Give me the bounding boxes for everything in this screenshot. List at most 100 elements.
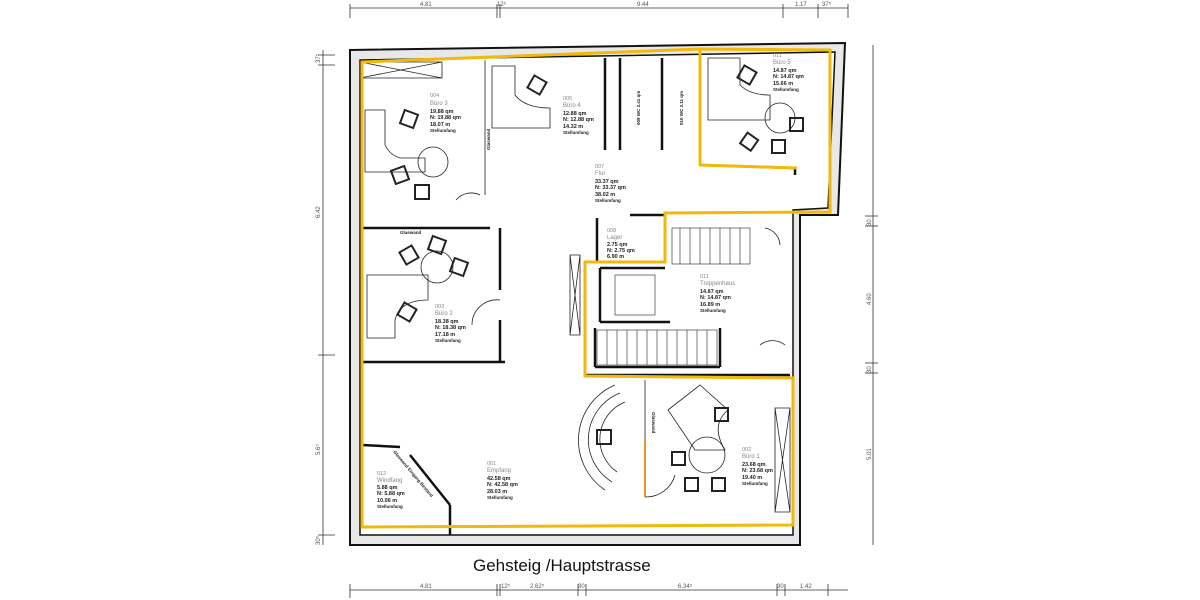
room-note: Stellumfang — [595, 198, 621, 203]
dim-label: 30 — [867, 219, 873, 226]
furniture — [359, 57, 804, 513]
dim-label: 5.6⁵ — [315, 444, 322, 455]
room-number: 005 — [563, 96, 572, 102]
highlight-inner — [698, 49, 798, 170]
dim-label: 6.34⁵ — [678, 583, 693, 590]
room-name: Büro 2 — [435, 311, 453, 317]
room-number: 012 — [377, 471, 386, 477]
room-number: 007 — [595, 164, 604, 170]
room-name: Flur — [595, 171, 605, 177]
room-area: 19.88 qm — [430, 109, 454, 115]
room-perimeter: 14.32 m — [563, 124, 583, 130]
room-area: 14.87 qm — [700, 289, 724, 295]
room-area: 33.37 qm — [595, 179, 619, 185]
room-area: 18.38 qm — [435, 319, 459, 325]
wc-label: 010 WC 3.11 qm — [679, 91, 684, 125]
room-label-buero-4: 005 Büro 4 12.88 qm N: 12.88 qm 14.32 m … — [563, 96, 594, 135]
room-net-area: N: 33.37 qm — [595, 185, 626, 191]
room-number: 001 — [487, 461, 496, 467]
room-area: 23.68 qm — [742, 462, 766, 468]
dim-label: 12⁵ — [497, 1, 507, 8]
room-label-lager: 008 Lager 2.75 qm N: 2.75 qm 6.90 m — [607, 228, 635, 260]
dim-label: 9.44 — [637, 2, 649, 8]
room-name: Treppenhaus — [700, 281, 735, 287]
dim-label: 12⁵ — [501, 583, 511, 590]
dimension-right: 30 4.60 30 5.01 — [865, 45, 878, 545]
room-perimeter: 19.40 m — [742, 475, 762, 481]
room-name: Büro 1 — [742, 454, 760, 460]
room-perimeter: 6.90 m — [607, 254, 624, 260]
dim-label: 1.17 — [795, 2, 807, 8]
room-label-buero-2: 003 Büro 2 18.38 qm N: 18.38 qm 17.18 m … — [435, 304, 466, 343]
room-name: Büro 4 — [563, 103, 581, 109]
dimension-bottom: 4.81 12⁵ 2.62⁵ 30 6.34⁵ 30 1.42 — [349, 583, 848, 598]
room-net-area: N: 19.88 qm — [430, 115, 461, 121]
dim-label: 37⁵ — [822, 1, 832, 8]
dim-label: 30⁵ — [315, 535, 322, 545]
room-perimeter: 16.89 m — [700, 302, 720, 308]
room-label-empfang: 001 Empfang 42.58 qm N: 42.58 qm 28.03 m… — [487, 461, 518, 500]
dim-label: 4.81 — [420, 2, 432, 8]
room-note: Stellumfang — [700, 308, 726, 313]
room-net-area: N: 42.58 qm — [487, 482, 518, 488]
room-name: Windfang — [377, 478, 402, 484]
dim-label: 30 — [777, 584, 784, 590]
dim-label: 1.42 — [800, 584, 812, 590]
dim-label: 37⁵ — [315, 53, 322, 63]
room-net-area: N: 14.87 qm — [700, 295, 731, 301]
room-note: Stellumfang — [430, 128, 456, 133]
room-area: 14.87 qm — [773, 68, 797, 74]
dim-label: 30 — [578, 584, 585, 590]
room-note: Stellumfang — [487, 495, 513, 500]
room-net-area: N: 12.88 qm — [563, 117, 594, 123]
glass-wall-label: Glaswand — [486, 128, 491, 150]
room-note: Stellumfang — [742, 481, 768, 486]
room-number: 003 — [435, 304, 444, 310]
room-perimeter: 17.18 m — [435, 332, 455, 338]
dimension-left: 37⁵ 6.42 5.6⁵ 30⁵ — [315, 50, 335, 545]
dim-label: 30 — [867, 366, 873, 373]
room-perimeter: 38.02 m — [595, 192, 615, 198]
room-number: 002 — [742, 447, 751, 453]
street-caption: Gehsteig /Hauptstrasse — [473, 556, 651, 575]
outer-walls — [349, 41, 847, 546]
room-perimeter: 10.06 m — [377, 498, 397, 504]
room-name: Büro 5 — [773, 60, 791, 66]
stairs — [596, 227, 751, 366]
room-note: Stellumfang — [377, 504, 403, 509]
room-label-flur: 007 Flur 33.37 qm N: 33.37 qm 38.02 m St… — [595, 164, 626, 203]
dim-label: 6.42 — [316, 206, 322, 218]
glass-wall-label: Glaswand — [400, 230, 422, 235]
room-name: Büro 3 — [430, 101, 448, 107]
room-area: 2.75 qm — [607, 242, 628, 248]
room-net-area: N: 23.68 qm — [742, 468, 773, 474]
room-note: Stellumfang — [773, 87, 799, 92]
room-area: 42.58 qm — [487, 476, 511, 482]
room-note: Stellumfang — [563, 130, 589, 135]
room-number: 004 — [430, 93, 439, 99]
room-note: Stellumfang — [435, 338, 461, 343]
room-name: Empfang — [487, 468, 511, 474]
glass-wall-label: Glaswand — [651, 412, 656, 434]
room-perimeter: 28.03 m — [487, 489, 507, 495]
room-perimeter: 18.07 m — [430, 122, 450, 128]
room-label-buero-1: 002 Büro 1 23.68 qm N: 23.68 qm 19.40 m … — [742, 447, 773, 486]
room-area: 12.88 qm — [563, 111, 587, 117]
room-number: 008 — [607, 228, 616, 234]
room-label-treppenhaus: 011 Treppenhaus 14.87 qm N: 14.87 qm 16.… — [700, 274, 735, 313]
dim-label: 4.60 — [867, 293, 873, 305]
room-number: 011 — [700, 274, 709, 280]
dimension-top: 4.81 12⁵ 9.44 1.17 37⁵ — [349, 1, 849, 18]
room-name: Lager — [607, 235, 622, 241]
wc-label: 009 WC 3.41 qm — [636, 91, 641, 125]
dim-label: 5.01 — [867, 448, 873, 460]
room-net-area: N: 5.88 qm — [377, 491, 405, 497]
room-perimeter: 15.66 m — [773, 81, 793, 87]
room-number: 011 — [773, 53, 782, 59]
room-label-windfang: 012 Windfang 5.88 qm N: 5.88 qm 10.06 m … — [377, 471, 405, 509]
highlight-outline — [360, 47, 832, 529]
room-label-buero-3: 004 Büro 3 19.88 qm N: 19.88 qm 18.07 m … — [430, 93, 461, 133]
dim-label: 2.62⁵ — [530, 583, 545, 590]
room-net-area: N: 18.38 qm — [435, 325, 466, 331]
